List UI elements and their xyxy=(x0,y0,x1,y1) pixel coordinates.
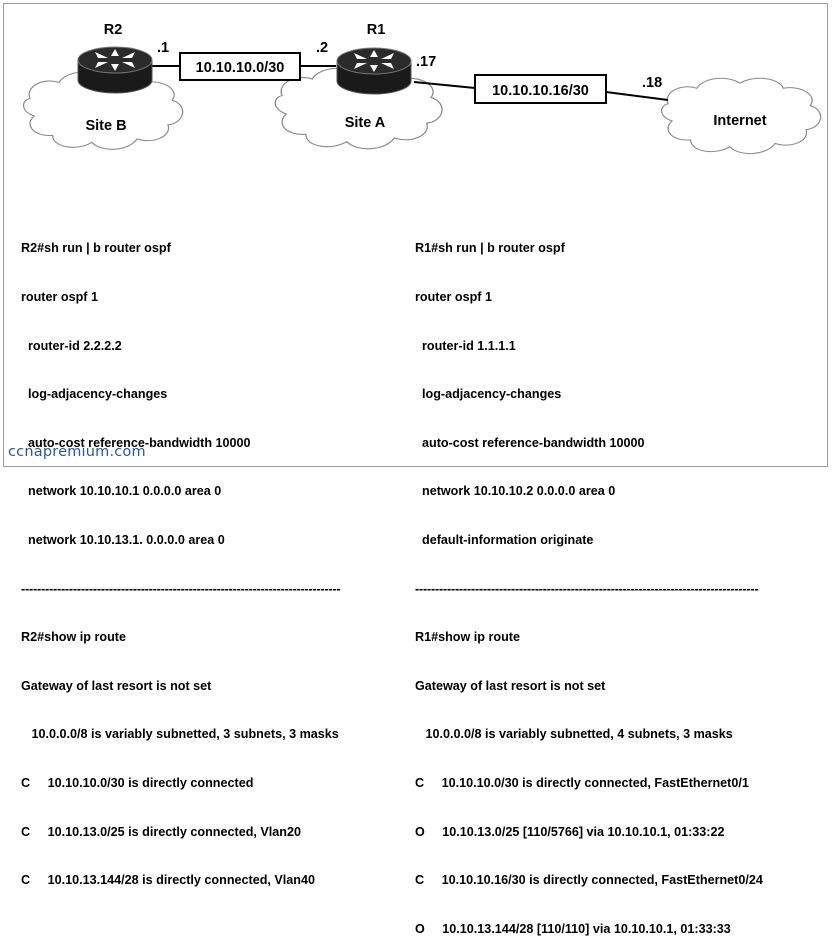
cloud-site-b: Site B xyxy=(22,71,184,150)
r2-config-line: router-id 2.2.2.2 xyxy=(21,338,122,353)
r1-route-line: R1#show ip route xyxy=(415,630,520,645)
r1-route-line: C 10.10.10.0/30 is directly connected, F… xyxy=(415,775,749,790)
r2-route-line: C 10.10.13.144/28 is directly connected,… xyxy=(21,873,316,888)
r1-cli-output: R1#sh run | b router ospf router ospf 1 … xyxy=(415,208,763,944)
r2-route-line: C 10.10.10.0/30 is directly connected xyxy=(21,775,254,790)
r2-route-line: C 10.10.13.0/25 is directly connected, V… xyxy=(21,824,302,839)
r1-config-line: auto-cost reference-bandwidth 10000 xyxy=(415,435,645,450)
r1-config-line: router ospf 1 xyxy=(415,290,492,304)
r1-route-line: C 10.10.10.16/30 is directly connected, … xyxy=(415,873,763,888)
router-icon xyxy=(77,46,153,94)
link-r2-r1: 10.10.10.0/30 .1 .2 xyxy=(152,40,336,81)
cloud-label-site-b: Site B xyxy=(85,118,126,134)
r2-config-line: router ospf 1 xyxy=(21,290,98,304)
r2-separator: ----------------------------------------… xyxy=(21,581,341,596)
r1-config-line: log-adjacency-changes xyxy=(415,387,562,402)
r1-config-line: router-id 1.1.1.1 xyxy=(415,338,516,353)
r1-route-line: O 10.10.13.144/28 [110/110] via 10.10.10… xyxy=(415,921,731,936)
interface-label-internet: .18 xyxy=(642,75,662,91)
network-topology: Site B Site A Internet 10.10.10.0/30 .1 … xyxy=(22,22,822,155)
cloud-internet: Internet xyxy=(660,77,822,155)
r1-config-line: R1#sh run | b router ospf xyxy=(415,241,565,256)
link-r1-internet: 10.10.10.16/30 .17 .18 xyxy=(413,54,669,104)
figure-frame xyxy=(3,3,828,467)
cloud-label-internet: Internet xyxy=(713,113,766,129)
r2-config-line: R2#sh run | b router ospf xyxy=(21,241,171,256)
r1-config-line: network 10.10.10.2 0.0.0.0 area 0 xyxy=(415,484,616,499)
router-r2: R2 xyxy=(77,22,153,94)
r1-route-line: O 10.10.13.0/25 [110/5766] via 10.10.10.… xyxy=(415,824,725,839)
r2-config-line: auto-cost reference-bandwidth 10000 xyxy=(21,435,251,450)
r1-route-line: 10.0.0.0/8 is variably subnetted, 4 subn… xyxy=(415,727,733,742)
r1-separator: ----------------------------------------… xyxy=(415,581,759,596)
r2-cli-output: R2#sh run | b router ospf router ospf 1 … xyxy=(21,208,341,905)
r2-route-line: R2#show ip route xyxy=(21,630,126,645)
r2-config-line: network 10.10.10.1 0.0.0.0 area 0 xyxy=(21,484,222,499)
r2-route-line: Gateway of last resort is not set xyxy=(21,678,212,693)
router-r1: R1 xyxy=(336,22,412,95)
r1-config-line: default-information originate xyxy=(415,532,594,547)
interface-label-r1-left: .2 xyxy=(316,40,328,56)
r1-route-line: Gateway of last resort is not set xyxy=(415,678,606,693)
r2-config-line: log-adjacency-changes xyxy=(21,387,168,402)
watermark: ccnapremium.com xyxy=(8,444,146,460)
subnet-label-r2-r1: 10.10.10.0/30 xyxy=(196,60,285,76)
interface-label-r1-right: .17 xyxy=(416,54,436,70)
subnet-box xyxy=(179,52,301,81)
router-label-r2: R2 xyxy=(104,22,123,38)
cloud-label-site-a: Site A xyxy=(345,115,386,131)
subnet-box xyxy=(474,74,607,104)
link-line xyxy=(605,91,669,101)
router-label-r1: R1 xyxy=(367,22,386,38)
subnet-label-r1-internet: 10.10.10.16/30 xyxy=(492,83,589,99)
r2-route-line: 10.0.0.0/8 is variably subnetted, 3 subn… xyxy=(21,727,339,742)
router-icon xyxy=(336,47,412,95)
cloud-site-a: Site A xyxy=(274,67,443,150)
link-line xyxy=(413,81,476,89)
r2-config-line: network 10.10.13.1. 0.0.0.0 area 0 xyxy=(21,532,225,547)
interface-label-r2: .1 xyxy=(157,40,169,56)
